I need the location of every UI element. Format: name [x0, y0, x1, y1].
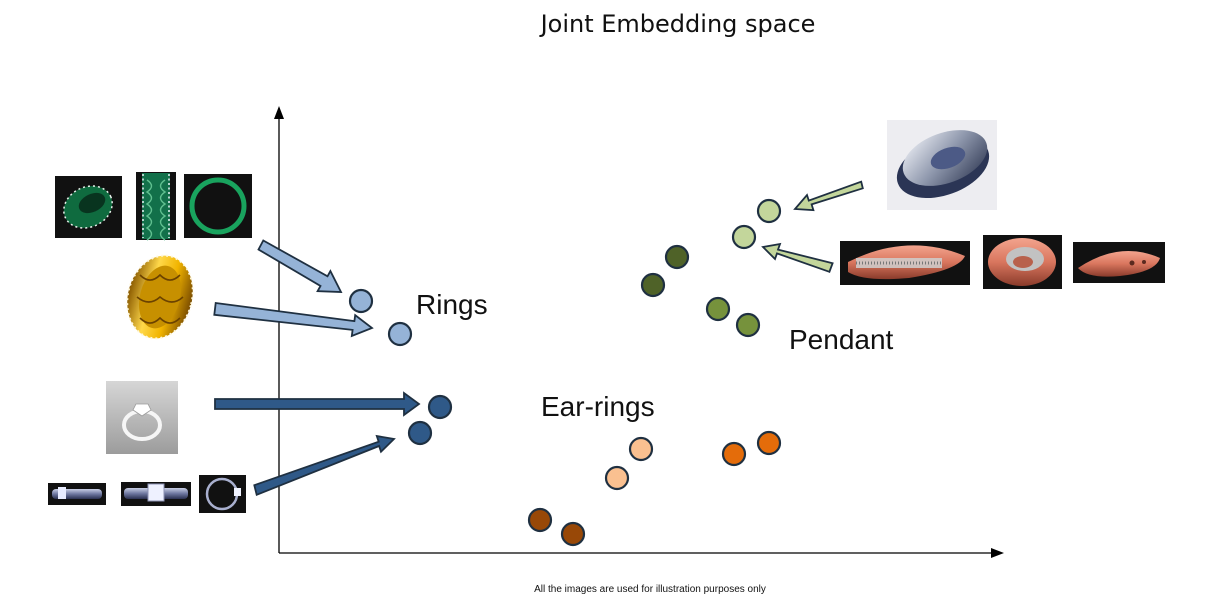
point-pendant-dark-2	[640, 272, 666, 298]
point-ring-dark-1	[427, 394, 453, 420]
emerald-ring-thumb-1	[55, 176, 122, 238]
pendant-cluster-label: Pendant	[789, 324, 894, 355]
point-ring-dark-2	[407, 420, 433, 446]
emerald-ring-thumb-2	[136, 172, 176, 241]
point-pendant-light-1	[756, 198, 782, 224]
solitaire-ring-thumb	[106, 381, 178, 454]
x-axis-arrowhead	[991, 548, 1004, 558]
band-ring-thumb-2	[121, 482, 191, 506]
arrow-silver-pendant	[793, 180, 864, 212]
point-earring-dark-2	[560, 521, 586, 547]
diagram-title: Joint Embedding space	[540, 10, 816, 38]
band-ring-thumb-3	[199, 475, 246, 513]
rings-cluster-label: Rings	[416, 289, 488, 320]
copper-pendant-thumb-2	[983, 235, 1062, 289]
copper-pendant-thumb-3	[1073, 242, 1165, 283]
point-pendant-dark-1	[664, 244, 690, 270]
point-pendant-mid-1	[705, 296, 731, 322]
point-pendant-mid-2	[735, 312, 761, 338]
emerald-ring-thumb-3	[184, 174, 252, 238]
illustration-disclaimer: All the images are used for illustration…	[534, 584, 766, 595]
band-ring-thumb-1	[48, 483, 106, 505]
gold-ring-thumb	[126, 254, 194, 340]
point-earring-dark-1	[527, 507, 553, 533]
silver-pendant-thumb	[887, 120, 997, 210]
point-ring-light-1	[348, 288, 374, 314]
earrings-cluster-label: Ear-rings	[541, 391, 655, 422]
arrow-solitaire-to-dark	[214, 391, 421, 417]
point-earring-light-1	[628, 436, 654, 462]
copper-pendant-thumb-1	[840, 241, 970, 285]
embedding-points	[348, 198, 782, 547]
arrows	[213, 180, 864, 497]
arrow-gold-to-rings	[213, 301, 374, 338]
point-earring-mid-1	[756, 430, 782, 456]
point-earring-mid-2	[721, 441, 747, 467]
point-ring-light-2	[387, 321, 413, 347]
arrow-band-to-dark	[253, 434, 396, 497]
arrow-emerald-to-rings	[257, 239, 343, 293]
point-pendant-light-2	[731, 224, 757, 250]
arrow-copper-pendant	[761, 242, 834, 273]
y-axis-arrowhead	[274, 106, 284, 119]
point-earring-light-2	[604, 465, 630, 491]
